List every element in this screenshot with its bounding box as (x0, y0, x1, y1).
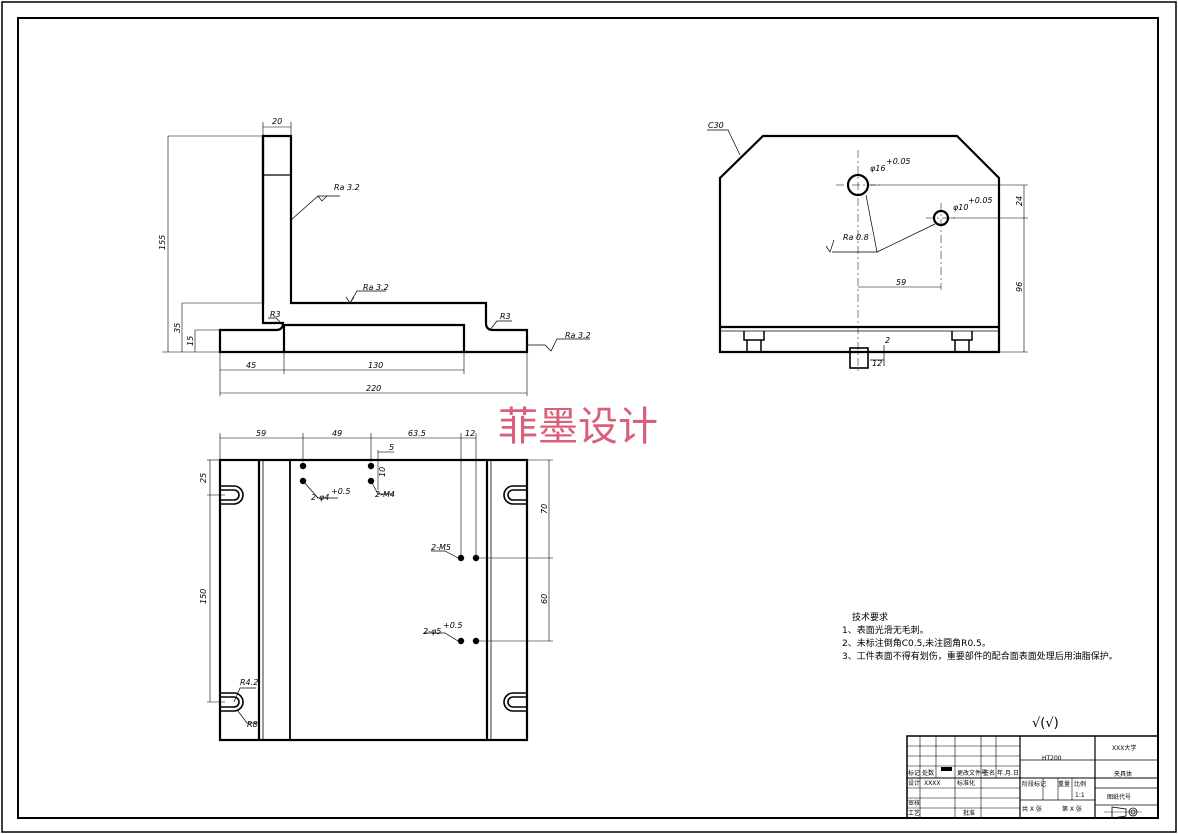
tb-designer-label: 设计 (908, 779, 920, 787)
top-view-holes (299, 462, 480, 645)
tb-stage-label: 阶段标记 (1022, 780, 1046, 788)
top-hole-2phi5-tol: +0.5 (443, 621, 462, 630)
side-hole-small-tol: +0.05 (968, 196, 993, 205)
top-view (207, 433, 553, 742)
front-view (162, 122, 590, 396)
tech-req-item-1: 1、表面光滑无毛刺。 (842, 624, 929, 636)
top-view-outline (218, 458, 529, 742)
top-dim-49: 49 (332, 429, 342, 438)
front-radius-right: R3 (500, 312, 511, 321)
side-dim-96: 96 (1015, 282, 1024, 292)
tb-material: HT200 (1042, 755, 1062, 762)
front-dim-total-height: 155 (158, 235, 167, 250)
front-dim-slot-width: 130 (368, 361, 383, 370)
top-radius-r42: R4.2 (240, 678, 258, 687)
top-dim-60: 60 (540, 594, 549, 604)
top-dim-12: 12 (465, 429, 475, 438)
tb-approve-label: 批准 (963, 809, 975, 817)
tech-req-item-3: 3、工件表面不得有划伤，重要部件的配合面表面处理后用油脂保护。 (842, 650, 1118, 662)
side-dim-2: 2 (885, 336, 890, 345)
side-view-outline (718, 134, 1001, 354)
title-block-mark (941, 767, 952, 771)
tb-std-label: 标准化 (957, 779, 975, 787)
top-dim-5: 5 (389, 443, 394, 452)
side-hole-large-tol: +0.05 (886, 157, 911, 166)
tb-school: XXX大学 (1112, 744, 1136, 752)
side-hole-large: φ16 (870, 164, 885, 173)
tb-drawing-no: 图纸代号 (1107, 793, 1131, 801)
roughness-general-symbol: √(√) (1032, 716, 1059, 731)
top-hole-2m5: 2-M5 (431, 543, 451, 552)
side-roughness: Ra 0.8 (843, 233, 869, 242)
side-dim-24: 24 (1015, 196, 1024, 206)
inner-border (17, 17, 1159, 819)
top-hole-2m4: 2-M4 (375, 490, 395, 499)
tb-review-label: 审核 (908, 799, 920, 807)
watermark: 菲墨设计 (498, 404, 658, 450)
side-dim-59: 59 (896, 278, 906, 287)
tb-part-name: 夹具体 (1114, 770, 1132, 778)
tb-change-label: 更改文件号 (957, 769, 987, 777)
front-roughness-3: Ra 3.2 (565, 331, 591, 340)
front-dim-top-width: 20 (272, 117, 282, 126)
front-dim-base-height: 35 (173, 323, 182, 333)
top-dim-70: 70 (540, 504, 549, 514)
tb-mark-label: 标记 (908, 769, 920, 777)
tech-req-title: 技术要求 (852, 611, 888, 623)
front-view-outline (218, 134, 529, 354)
front-radius-left: R3 (270, 310, 281, 319)
top-dim-150: 150 (199, 589, 208, 604)
tech-req-item-2: 2、未标注倒角C0.5,未注圆角R0.5。 (842, 637, 991, 649)
top-dim-63-5: 63.5 (408, 429, 426, 438)
tb-count-label: 处数 (922, 769, 934, 777)
front-dim-foot-height: 15 (186, 336, 195, 346)
tb-sheets: 共 X 张 (1022, 805, 1042, 813)
front-roughness-2: Ra 3.2 (363, 283, 389, 292)
tb-sign-label: 签名 (983, 769, 995, 777)
side-chamfer: C30 (708, 121, 724, 130)
title-block (906, 735, 1159, 819)
tb-designer: XXXX (924, 780, 940, 787)
side-dim-12: 12 (872, 359, 882, 368)
top-radius-r8: R8 (247, 720, 258, 729)
tb-process-label: 工艺 (908, 809, 920, 817)
tb-scale-label: 比例 (1074, 780, 1086, 788)
top-dim-59: 59 (256, 429, 266, 438)
tb-scale: 1:1 (1075, 792, 1085, 799)
top-hole-2phi4: 2-φ4 (311, 493, 329, 502)
front-dim-left-step: 45 (246, 361, 256, 370)
top-hole-2phi5: 2-φ5 (423, 627, 441, 636)
front-roughness-1: Ra 3.2 (334, 183, 360, 192)
top-hole-2phi4-tol: +0.5 (331, 487, 350, 496)
front-dim-total-width: 220 (366, 384, 381, 393)
projection-symbol-icon (1104, 806, 1142, 819)
tb-weight-label: 重量 (1058, 780, 1070, 788)
side-hole-small: φ10 (953, 203, 968, 212)
top-dim-10: 10 (378, 467, 387, 477)
tb-sheet-no: 第 X 张 (1062, 805, 1082, 813)
side-view (707, 129, 1028, 372)
tb-date-label: 年.月.日 (997, 769, 1019, 777)
top-dim-25: 25 (199, 473, 208, 483)
